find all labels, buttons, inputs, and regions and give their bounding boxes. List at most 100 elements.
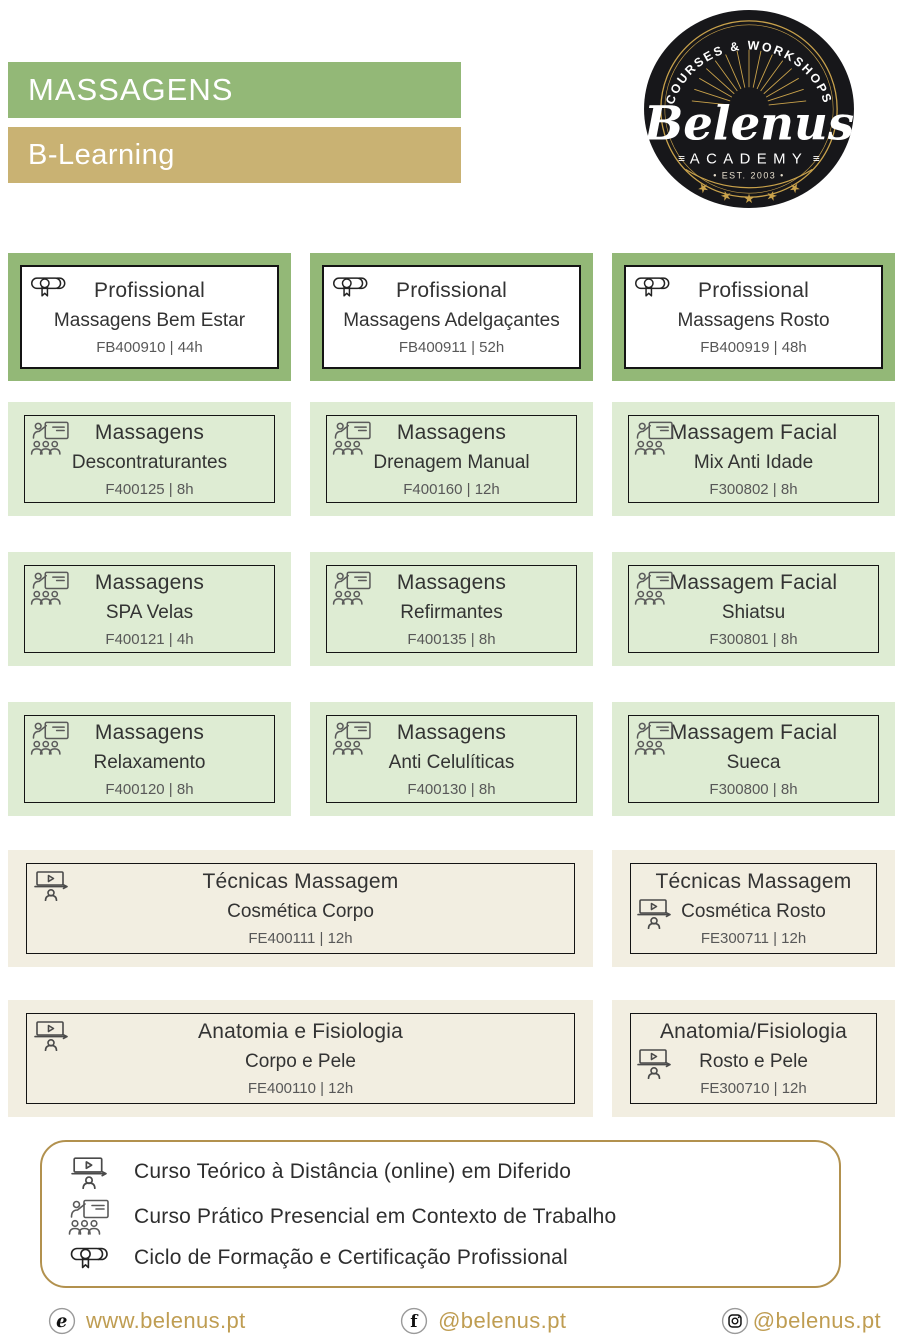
website-link[interactable]: www.belenus.pt [48, 1307, 246, 1335]
category-banner: MASSAGENS [8, 62, 461, 118]
course-subtitle: Refirmantes [400, 601, 503, 623]
online-course-icon [637, 1048, 671, 1079]
course-code: F400125 | 8h [105, 480, 194, 498]
belenus-academy-logo: COURSES & WORKSHOPS Belenus ≡ ACADEMY ≡ … [640, 8, 858, 212]
course-title: Massagens [94, 420, 205, 444]
website-url: www.belenus.pt [86, 1308, 246, 1333]
practical-course-icon [332, 721, 372, 755]
triple-bar-icon: ≡ [813, 151, 820, 165]
course-card-drenagem-manual: Massagens Drenagem Manual F400160 | 12h [310, 402, 593, 516]
course-subtitle: Cosmética Rosto [681, 901, 826, 922]
course-code: F400121 | 4h [105, 630, 194, 648]
course-code: FB400919 | 48h [700, 338, 807, 356]
course-card-profissional-adelgacantes: Profissional Massagens Adelgaçantes FB40… [310, 253, 593, 381]
card-inner: Anatomia e Fisiologia Corpo e Pele FE400… [26, 1013, 575, 1104]
card-inner: Massagens Relaxamento F400120 | 8h [24, 715, 275, 803]
logo-academy-text: ACADEMY [690, 151, 808, 167]
logo-brand-text: Belenus [642, 96, 854, 151]
course-subtitle: Anti Celulíticas [388, 751, 515, 773]
card-inner: Técnicas Massagem Cosmética Rosto FE3007… [630, 863, 877, 954]
card-inner: Profissional Massagens Bem Estar FB40091… [20, 265, 279, 369]
course-code: F400135 | 8h [407, 630, 496, 648]
course-card-refirmantes: Massagens Refirmantes F400135 | 8h [310, 552, 593, 666]
card-inner: Massagem Facial Sueca F300800 | 8h [628, 715, 879, 803]
online-course-icon [34, 1020, 68, 1051]
sunburst-icon [691, 49, 807, 106]
course-card-sueca: Massagem Facial Sueca F300800 | 8h [612, 702, 895, 816]
certificate-icon [30, 274, 66, 300]
course-code: F400130 | 8h [407, 780, 496, 798]
category-banner-label: MASSAGENS [28, 72, 234, 107]
course-subtitle: Drenagem Manual [373, 451, 530, 473]
logo-badge-icon: COURSES & WORKSHOPS Belenus ≡ ACADEMY ≡ … [642, 9, 854, 209]
practical-course-icon [332, 571, 372, 605]
instagram-icon [721, 1307, 749, 1335]
course-subtitle: Shiatsu [721, 601, 786, 623]
course-title: Massagens [94, 570, 205, 594]
course-code: F300800 | 8h [709, 780, 798, 798]
course-code: FE300711 | 12h [700, 930, 807, 947]
course-subtitle: Mix Anti Idade [693, 451, 814, 473]
online-course-icon [637, 898, 671, 929]
course-code: F400160 | 12h [403, 480, 500, 498]
card-inner: Profissional Massagens Rosto FB400919 | … [624, 265, 883, 369]
course-title: Técnicas Massagem [202, 870, 399, 893]
card-inner: Massagens Refirmantes F400135 | 8h [326, 565, 577, 653]
svg-text:★: ★ [764, 187, 779, 204]
practical-course-icon [634, 421, 674, 455]
svg-text:★: ★ [743, 191, 755, 206]
course-card-tecnicas-cosmetica-corpo: Técnicas Massagem Cosmética Corpo FE4001… [8, 850, 593, 967]
course-title: Massagem Facial [669, 720, 838, 744]
card-inner: Anatomia/Fisiologia Rosto e Pele FE30071… [630, 1013, 877, 1104]
course-code: FE300710 | 12h [700, 1080, 807, 1097]
card-inner: Técnicas Massagem Cosmética Corpo FE4001… [26, 863, 575, 954]
footer: www.belenus.pt @belenus.pt @belenus.pt [0, 1300, 901, 1342]
course-title: Massagens [396, 570, 507, 594]
card-inner: Massagens SPA Velas F400121 | 4h [24, 565, 275, 653]
certificate-icon [634, 274, 670, 300]
card-row: Profissional Massagens Bem Estar FB40091… [8, 253, 895, 381]
practical-course-icon [30, 571, 70, 605]
course-title: Profissional [698, 278, 809, 302]
practical-course-icon [634, 721, 674, 755]
course-subtitle: Massagens Adelgaçantes [343, 309, 560, 331]
online-course-icon [34, 870, 68, 901]
card-row: Massagens Descontraturantes F400125 | 8h… [8, 402, 895, 516]
course-code: FB400911 | 52h [398, 338, 505, 356]
practical-course-icon [634, 571, 674, 605]
card-row: Anatomia e Fisiologia Corpo e Pele FE400… [8, 1000, 895, 1117]
course-title: Anatomia/Fisiologia [659, 1020, 848, 1043]
card-inner: Massagens Drenagem Manual F400160 | 12h [326, 415, 577, 503]
card-row: Massagens SPA Velas F400121 | 4h Massage… [8, 552, 895, 666]
instagram-link[interactable]: @belenus.pt [721, 1307, 881, 1335]
course-title: Massagem Facial [669, 570, 838, 594]
course-title: Profissional [94, 278, 205, 302]
mode-banner: B-Learning [8, 127, 461, 183]
practical-course-icon [30, 421, 70, 455]
course-grid: Profissional Massagens Bem Estar FB40091… [8, 253, 895, 1117]
legend-label: Curso Prático Presencial em Contexto de … [134, 1204, 617, 1228]
facebook-link[interactable]: @belenus.pt [400, 1307, 566, 1335]
course-code: FB400910 | 44h [96, 338, 203, 356]
certificate-icon [332, 274, 368, 300]
course-card-anatomia-corpo-pele: Anatomia e Fisiologia Corpo e Pele FE400… [8, 1000, 593, 1117]
course-title: Técnicas Massagem [655, 870, 852, 893]
course-code: F300802 | 8h [709, 480, 798, 498]
facebook-handle: @belenus.pt [438, 1308, 567, 1333]
certificate-icon [66, 1244, 112, 1272]
card-row: Massagens Relaxamento F400120 | 8h Massa… [8, 702, 895, 816]
course-title: Massagem Facial [669, 420, 838, 444]
online-course-icon [66, 1156, 112, 1189]
course-card-profissional-rosto: Profissional Massagens Rosto FB400919 | … [612, 253, 895, 381]
legend-box: Curso Teórico à Distância (online) em Di… [40, 1140, 841, 1288]
legend-item-practical: Curso Prático Presencial em Contexto de … [66, 1199, 839, 1235]
course-code: FE400111 | 12h [248, 930, 353, 947]
legend-label: Ciclo de Formação e Certificação Profiss… [134, 1246, 568, 1270]
svg-text:★: ★ [719, 187, 734, 204]
mode-banner-label: B-Learning [28, 138, 175, 171]
course-card-relaxamento: Massagens Relaxamento F400120 | 8h [8, 702, 291, 816]
practical-course-icon [30, 721, 70, 755]
course-code: FE400110 | 12h [247, 1080, 354, 1097]
course-card-mix-anti-idade: Massagem Facial Mix Anti Idade F300802 |… [612, 402, 895, 516]
practical-course-icon [332, 421, 372, 455]
